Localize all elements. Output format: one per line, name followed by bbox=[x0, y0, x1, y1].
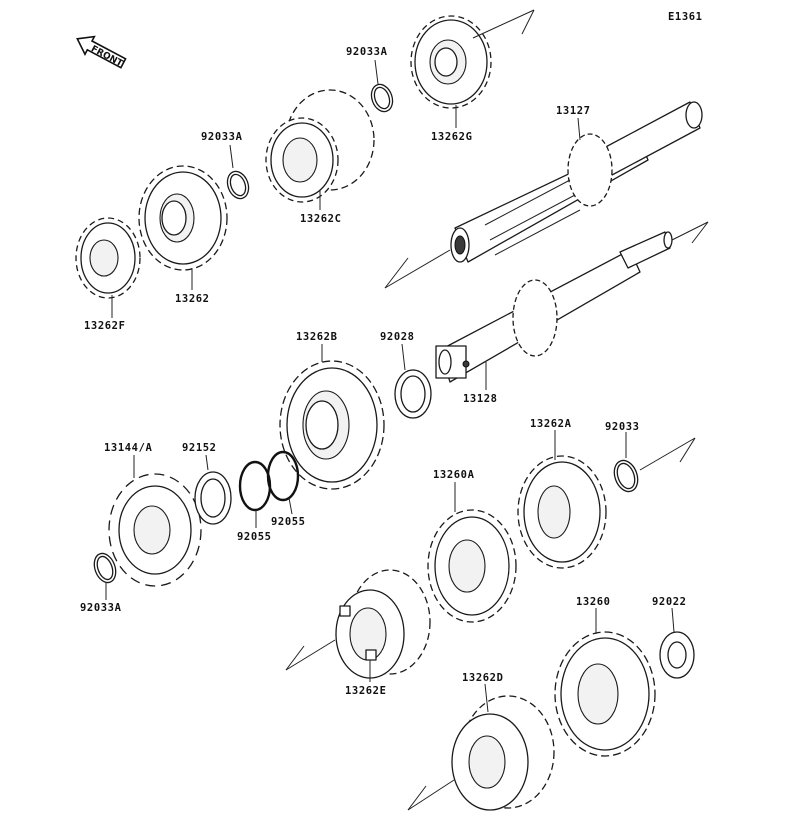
diagram-id: E1361 bbox=[668, 11, 703, 23]
o-ring-92055-b bbox=[266, 450, 300, 502]
gear-13262g bbox=[410, 15, 492, 109]
o-ring-92055-a bbox=[238, 460, 272, 512]
label-13128: 13128 bbox=[463, 393, 498, 405]
gear-13260a bbox=[427, 509, 517, 623]
label-13262: 13262 bbox=[175, 293, 210, 305]
circlip-92033a-top bbox=[370, 83, 394, 113]
label-13127: 13127 bbox=[556, 105, 591, 117]
gear-13262 bbox=[138, 165, 228, 271]
gear-13262a bbox=[517, 455, 607, 569]
circlip-92033 bbox=[613, 459, 639, 493]
gear-13262b bbox=[279, 360, 385, 490]
circlip-92033a-bottom bbox=[93, 552, 117, 584]
label-92033a-bottom: 92033A bbox=[80, 602, 122, 614]
label-92022: 92022 bbox=[652, 596, 687, 608]
gear-13262e bbox=[335, 569, 431, 679]
bushing-92028 bbox=[394, 369, 432, 419]
label-13262e: 13262E bbox=[345, 685, 387, 697]
label-13260: 13260 bbox=[576, 596, 611, 608]
gear-13262d bbox=[451, 695, 555, 811]
label-92033a-top: 92033A bbox=[346, 46, 388, 58]
label-13262g: 13262G bbox=[431, 131, 473, 143]
label-92055-b: 92055 bbox=[271, 516, 306, 528]
label-13262c: 13262C bbox=[300, 213, 342, 225]
collar-92152 bbox=[194, 471, 232, 525]
label-92033a-mid: 92033A bbox=[201, 131, 243, 143]
front-label: FRONT bbox=[89, 44, 125, 69]
shaft-13128 bbox=[435, 231, 673, 383]
label-13262a: 13262A bbox=[530, 418, 572, 430]
label-92055-a: 92055 bbox=[237, 531, 272, 543]
label-13262d: 13262D bbox=[462, 672, 504, 684]
gear-13262c bbox=[265, 89, 375, 203]
label-13262b: 13262B bbox=[296, 331, 338, 343]
label-92152: 92152 bbox=[182, 442, 217, 454]
washer-92022 bbox=[659, 631, 695, 679]
label-92028: 92028 bbox=[380, 331, 415, 343]
sprocket-13144a bbox=[108, 473, 202, 587]
front-arrow-icon: FRONT bbox=[76, 35, 127, 70]
circlip-92033a-mid bbox=[226, 170, 250, 200]
gear-13260 bbox=[554, 631, 656, 757]
shaft-13127 bbox=[450, 101, 703, 263]
gear-13262f bbox=[75, 217, 141, 299]
label-13260a: 13260A bbox=[433, 469, 475, 481]
label-92033: 92033 bbox=[605, 421, 640, 433]
label-13144a: 13144/A bbox=[104, 442, 153, 454]
label-13262f: 13262F bbox=[84, 320, 126, 332]
